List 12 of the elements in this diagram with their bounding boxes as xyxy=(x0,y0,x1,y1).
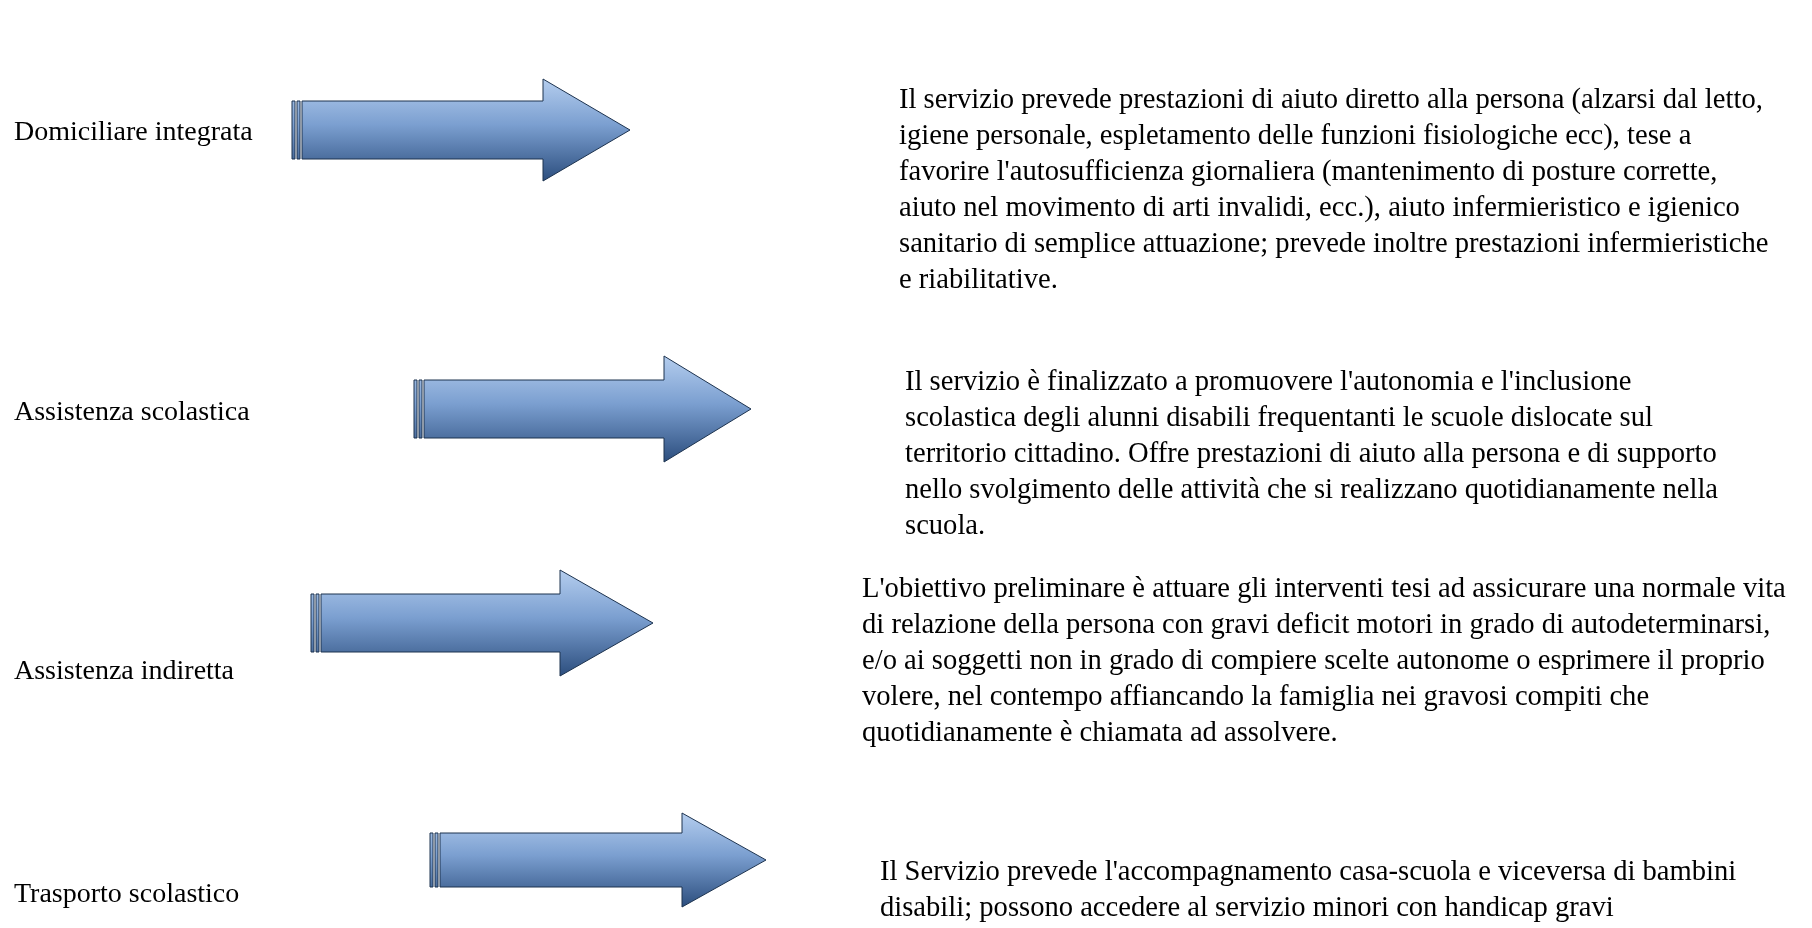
block-arrow xyxy=(414,356,751,462)
description-text: Il Servizio prevede l'accompagnamento casa-scuola e viceversa di bambini disabili; possono accedere al servizio minori con handicap gravi xyxy=(880,853,1760,925)
service-label: Trasporto scolastico xyxy=(14,873,240,913)
service-label: Assistenza indiretta xyxy=(14,650,235,690)
description-text: L'obiettivo preliminare è attuare gli interventi tesi ad assicurare una normale vita di relazione della persona con gravi deficit motori in grado di autodeterminarsi, e/o ai soggetti non in grado di compiere scelte autonome o esprimere il proprio volere, nel contempo affiancando la famiglia nei gravosi compiti che quotidianamente è chiamata ad assolvere. xyxy=(862,570,1810,750)
block-arrow xyxy=(292,79,630,181)
service-label: Domiciliare integrata xyxy=(14,111,253,151)
block-arrow xyxy=(311,570,653,676)
service-label: Assistenza scolastica xyxy=(14,391,250,431)
block-arrow xyxy=(430,813,766,907)
description-text: Il servizio prevede prestazioni di aiuto diretto alla persona (alzarsi dal letto, igiene personale, espletamento delle funzioni fisiologiche ecc), tese a favorire l'autosufficienza giornaliera (mantenimento di posture corrette, aiuto nel movimento di arti invalidi, ecc.), aiuto infermieristico e igienico sanitario di semplice attuazione; prevede inoltre prestazioni infermieristiche e riabilitative. xyxy=(899,81,1769,297)
description-text: Il servizio è finalizzato a promuovere l'autonomia e l'inclusione scolastica degli alunni disabili frequentanti le scuole dislocate sul territorio cittadino. Offre prestazioni di aiuto alla persona e di supporto nello svolgimento delle attività che si realizzano quotidianamente nella scuola. xyxy=(905,363,1735,543)
